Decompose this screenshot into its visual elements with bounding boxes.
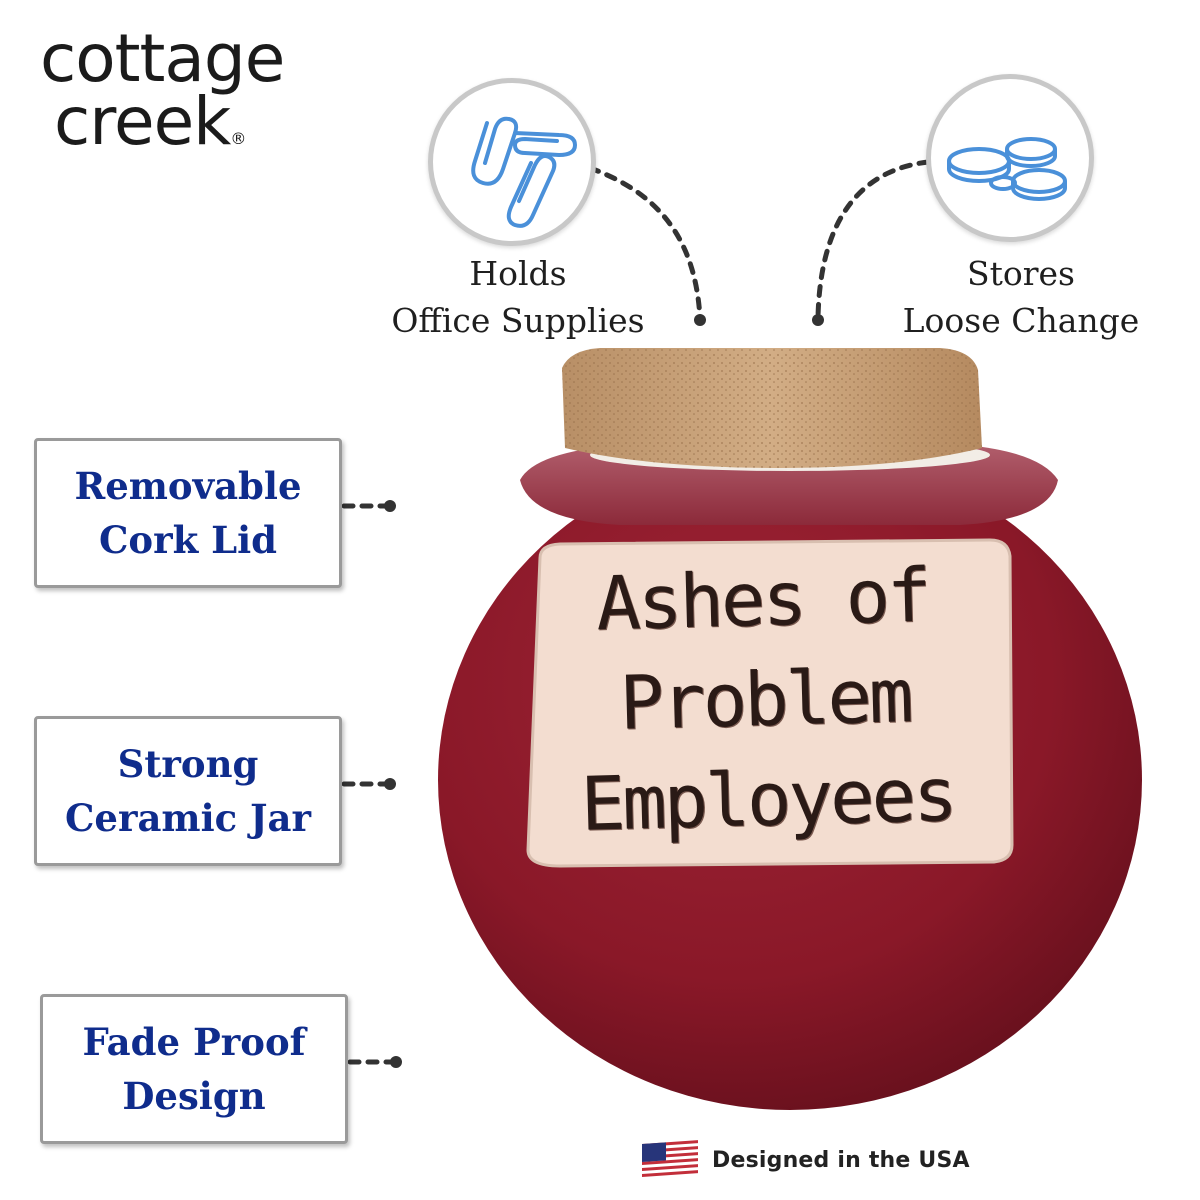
fade-proof-line-2: Design — [122, 1074, 266, 1118]
connector-office-supplies — [587, 165, 703, 321]
label-line-3: Employees — [579, 752, 956, 848]
ceramic-jar-line-2: Ceramic Jar — [64, 796, 312, 840]
brand-logo: cottage creek® — [40, 20, 320, 155]
loose-change-badge — [926, 74, 1094, 242]
connector-loose-change — [815, 159, 931, 321]
designed-in-usa-text: Designed in the USA — [712, 1147, 970, 1173]
label-line-1: Ashes of — [595, 552, 930, 648]
label-line-2: Problem — [618, 653, 912, 747]
feature-box-ceramic-jar: Strong Ceramic Jar — [34, 716, 342, 866]
office-supplies-line-1: Holds — [469, 254, 567, 293]
product-label-plate — [526, 538, 1014, 868]
feature-box-fade-proof: Fade Proof Design — [40, 994, 348, 1144]
designed-in-usa: Designed in the USA — [642, 1138, 970, 1182]
office-supplies-line-2: Office Supplies — [391, 301, 645, 340]
ceramic-jar-line-1: Strong — [117, 742, 259, 786]
fade-proof-line-1: Fade Proof — [82, 1020, 306, 1064]
brand-line-2: creek — [54, 82, 231, 160]
product-label-text: Ashes of Problem Employees — [536, 544, 994, 856]
office-supplies-badge — [428, 78, 596, 246]
paperclip-icon — [471, 116, 578, 228]
registered-mark: ® — [230, 128, 247, 148]
loose-change-line-2: Loose Change — [902, 301, 1140, 340]
cork-lid-line-1: Removable — [74, 464, 302, 508]
brand-line-1: cottage — [40, 20, 285, 97]
loose-change-line-1: Stores — [967, 254, 1075, 293]
cork-lid-line-2: Cork Lid — [98, 518, 278, 562]
feature-box-cork-lid: Removable Cork Lid — [34, 438, 342, 588]
coins-icon — [947, 137, 1067, 201]
loose-change-caption: Stores Loose Change — [880, 250, 1162, 344]
office-supplies-caption: Holds Office Supplies — [378, 250, 658, 344]
us-flag-icon — [642, 1140, 698, 1178]
cork-lid — [562, 348, 982, 468]
